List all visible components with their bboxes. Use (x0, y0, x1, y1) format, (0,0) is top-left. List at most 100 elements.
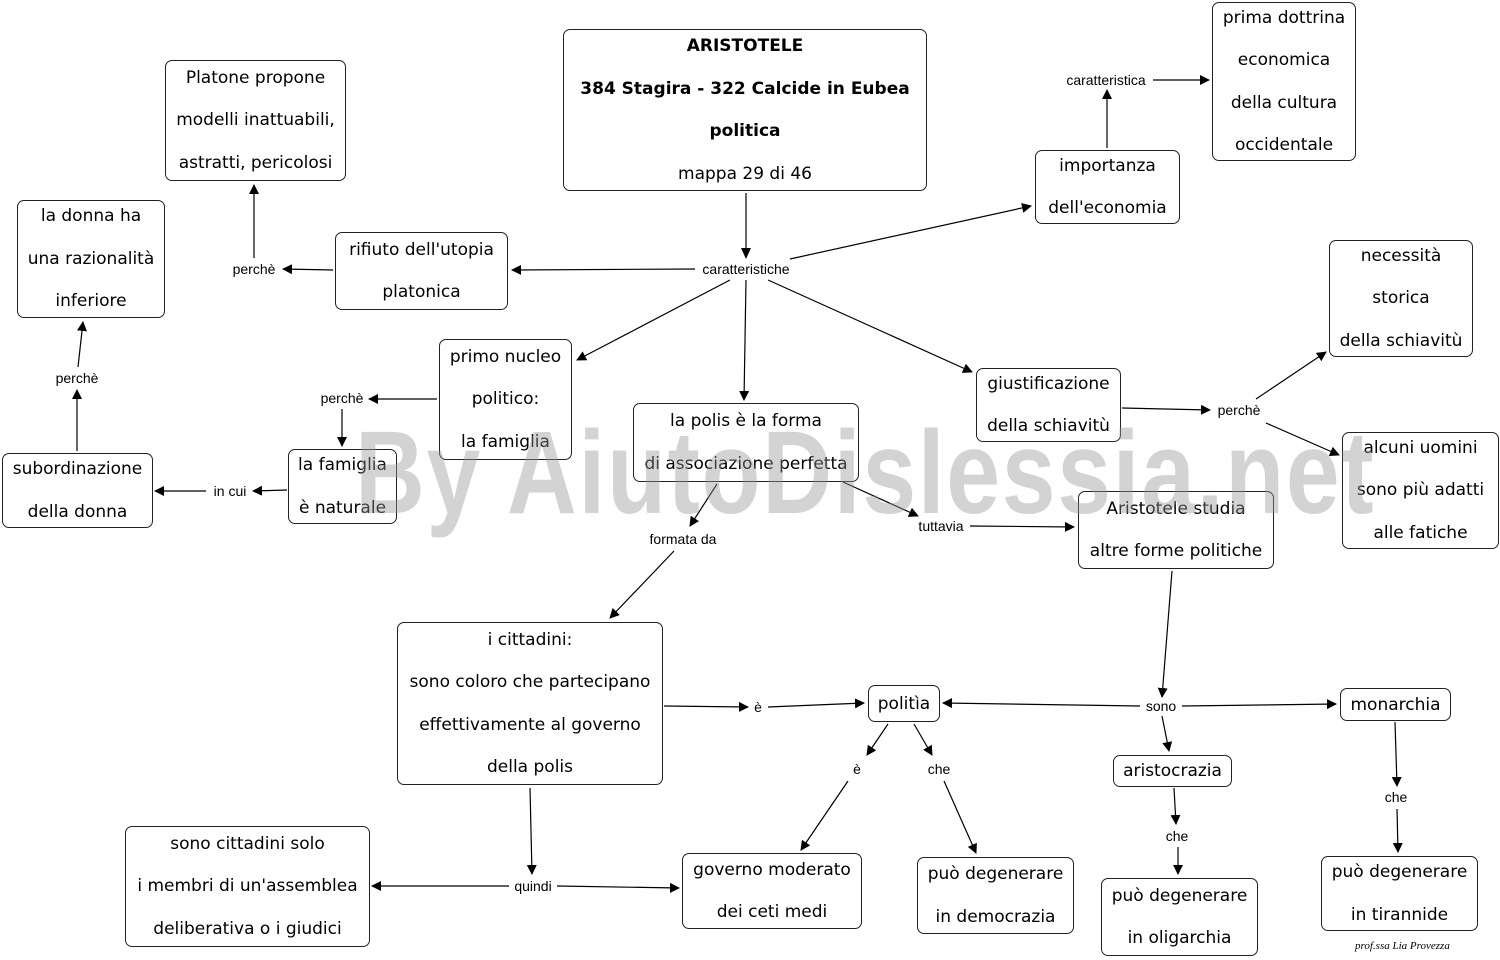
edge-caratteristiche-importanza (789, 203, 1032, 260)
aristotele-dates: 384 Stagira - 322 Calcide in Eubea (580, 78, 910, 99)
concept-line: politìa (877, 693, 931, 714)
concept-line: economica (1237, 50, 1331, 70)
concept-cittadini: i cittadini: sono coloro che partecipano… (397, 622, 663, 785)
concept-degenerare-oligarchia: può degenerare in oligarchia (1101, 878, 1258, 956)
concept-line: la donna ha (40, 206, 142, 227)
edge-giustificazione-perche (1121, 404, 1211, 415)
concept-line: subordinazione (12, 459, 143, 479)
link-caratteristiche: caratteristiche (700, 261, 792, 277)
concept-donna-razionalita: la donna ha una razionalità inferiore (17, 200, 165, 318)
concept-necessita-schiavitu: necessità storica della schiavitù (1329, 240, 1473, 357)
edge-che-democrazia (943, 780, 977, 854)
edge-formata-cittadini (609, 550, 675, 619)
concept-line: alcuni uomini (1363, 437, 1478, 458)
edge-e-politia (767, 698, 865, 709)
concept-line: sono più adatti (1356, 480, 1485, 501)
concept-line: di associazione perfetta (644, 453, 848, 474)
author-credit: prof.ssa Lia Provezza (1355, 940, 1450, 952)
concept-alcuni-uomini: alcuni uomini sono più adatti alle fatic… (1342, 432, 1499, 549)
edge-sono-monarchia (1181, 699, 1337, 710)
concept-line: in democrazia (935, 906, 1056, 927)
concept-line: occidentale (1234, 135, 1334, 155)
edge-polis-tuttavia (842, 481, 919, 517)
link-che-politia: che (925, 761, 953, 777)
concept-line: i membri di un'assemblea (137, 876, 358, 897)
concept-line: astratti, pericolosi (178, 152, 333, 173)
concept-line: può degenerare (1331, 862, 1468, 882)
concept-line: della schiavitù (987, 416, 1110, 436)
concept-line: della polis (486, 757, 573, 777)
concept-line: governo moderato (693, 859, 851, 880)
arrowhead (741, 248, 751, 259)
edge-famiglia-incui (252, 485, 288, 496)
edge-aristocrazia-che (1170, 787, 1181, 825)
link-quindi: quindi (512, 878, 554, 894)
link-perche-famiglia: perchè (318, 390, 366, 406)
concept-line: aristocrazia (1123, 760, 1222, 781)
link-perche-donna: perchè (53, 370, 101, 386)
concept-line: dei ceti medi (716, 902, 828, 922)
link-perche-platone: perchè (230, 261, 278, 277)
edge-perche-necessita (1255, 351, 1327, 400)
concept-degenerare-tirannide: può degenerare in tirannide (1321, 856, 1478, 931)
concept-aristocrazia: aristocrazia (1113, 755, 1232, 787)
aristotele-name: ARISTOTELE (686, 36, 804, 56)
concept-monarchia: monarchia (1340, 688, 1451, 721)
concept-line: Platone propone (185, 67, 326, 88)
edge-perche-alcuni (1265, 422, 1340, 456)
edge-altreforme-sono (1157, 570, 1173, 698)
concept-degenerare-democrazia: può degenerare in democrazia (917, 857, 1074, 934)
concept-primo-nucleo: primo nucleo politico: la famiglia (439, 339, 572, 460)
concept-line: della cultura (1230, 92, 1338, 113)
concept-line: prima dottrina (1222, 7, 1346, 28)
concept-line: è naturale (298, 497, 387, 518)
link-sono: sono (1143, 698, 1179, 714)
concept-giustificazione: giustificazione della schiavitù (976, 368, 1121, 442)
concept-line: della donna (27, 501, 128, 522)
concept-membri-assemblea: sono cittadini solo i membri di un'assem… (125, 826, 370, 947)
concept-line: i cittadini: (487, 629, 573, 650)
concept-line: monarchia (1350, 694, 1441, 715)
link-caratteristica: caratteristica (1064, 72, 1148, 88)
concept-rifiuto-utopia: rifiuto dell'utopia platonica (335, 232, 508, 310)
edge-polis-formata (689, 483, 718, 527)
concept-line: effettivamente al governo (419, 714, 641, 735)
edge-sono-politia (942, 698, 1141, 709)
concept-line: Aristotele studia (1106, 498, 1246, 519)
concept-governo-moderato: governo moderato dei ceti medi (682, 853, 862, 929)
link-formata-da: formata da (647, 531, 719, 547)
concept-line: in oligarchia (1127, 928, 1232, 948)
concept-line: primo nucleo (449, 346, 562, 367)
concept-line: storica (1372, 288, 1430, 309)
edge-tuttavia-altreforme (969, 521, 1075, 532)
edge-monarchia-che (1391, 721, 1402, 787)
link-che-aristocrazia: che (1163, 828, 1191, 844)
edge-cittadini-quindi (526, 787, 537, 875)
concept-line: giustificazione (987, 373, 1110, 394)
concept-line: altre forme politiche (1089, 541, 1263, 561)
edge-caratteristiche-giustificazione (767, 279, 973, 373)
edge-sono-aristocrazia (1161, 715, 1173, 752)
edge-quindi-governo (556, 882, 680, 893)
link-che-monarchia: che (1382, 789, 1410, 805)
concept-line: modelli inattuabili, (176, 110, 335, 131)
concept-politia: politìa (868, 685, 940, 722)
link-perche-schiavitu: perchè (1215, 402, 1263, 418)
aristotele-topic: politica (709, 121, 781, 141)
edge-caratteristiche-primo-nucleo (576, 279, 731, 361)
concept-subordinazione: subordinazione della donna (2, 453, 153, 528)
concept-line: una razionalità (27, 248, 155, 269)
concept-aristotele: ARISTOTELE 384 Stagira - 322 Calcide in … (563, 29, 927, 191)
concept-line: alle fatiche (1373, 522, 1468, 543)
concept-line: può degenerare (927, 864, 1064, 884)
concept-line: platonica (382, 282, 461, 302)
edge-caratteristiche-polis (739, 279, 750, 401)
edge-rifiuto-perche (282, 264, 334, 275)
edge-e-governo (800, 780, 849, 851)
concept-line: la famiglia (461, 431, 550, 452)
concept-line: sono coloro che partecipano (409, 672, 651, 692)
link-tuttavia: tuttavia (916, 518, 966, 534)
concept-line: in tirannide (1350, 904, 1449, 925)
edge-politia-che (913, 723, 933, 756)
